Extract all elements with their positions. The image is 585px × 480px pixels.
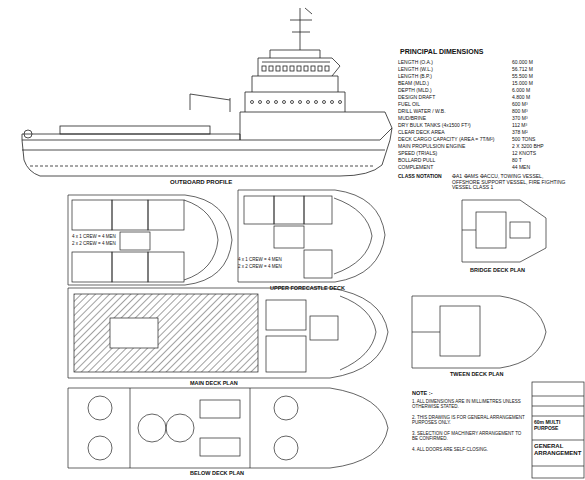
general-note: 1. ALL DIMENSIONS ARE IN MILLIMETRES UNL… xyxy=(412,400,528,410)
porthole xyxy=(315,101,318,104)
crew-note: 2 x 2 CREW = 4 MEN xyxy=(238,265,282,270)
porthole xyxy=(307,101,310,104)
porthole xyxy=(331,101,334,104)
window xyxy=(290,66,294,71)
dimension-name: DRILL WATER / W.B. xyxy=(398,109,446,115)
window xyxy=(283,66,287,71)
dimension-name: COMPLEMENT xyxy=(398,165,433,171)
window xyxy=(318,66,322,71)
class-notation: ✠A1 ✠AMS ✠ACCU, TOWING VESSEL, OFFSHORE … xyxy=(452,174,572,191)
crew-note: 4 x 1 CREW = 4 MEN xyxy=(238,258,282,263)
dimension-value: 44 MEN xyxy=(512,165,530,171)
porthole xyxy=(259,101,262,104)
general-note: 4. ALL DOORS ARE SELF-CLOSING. xyxy=(412,448,528,453)
dimension-value: 55.500 M xyxy=(512,74,533,80)
dimension-name: BOLLARD PULL xyxy=(398,158,435,164)
dimension-value: 500 TONS xyxy=(512,137,535,143)
dimension-value: 80 T xyxy=(512,158,522,164)
general-note: NOTE :- xyxy=(412,390,432,396)
view-title: UPPER FORECASTLE DECK xyxy=(270,285,345,291)
dimension-value: 60.000 M xyxy=(512,60,533,66)
view-title: MAIN DECK PLAN xyxy=(190,380,238,386)
window xyxy=(325,66,329,71)
dimension-name: MUD/BRINE xyxy=(398,116,426,122)
tween-deck-plan xyxy=(412,296,546,368)
dimension-value: 112 M³ xyxy=(512,123,527,129)
dimension-name: FUEL OIL xyxy=(398,102,420,108)
view-title: BRIDGE DECK PLAN xyxy=(470,267,525,273)
main-deck-plan xyxy=(68,288,388,378)
view-title: BELOW DECK PLAN xyxy=(190,470,244,476)
window xyxy=(311,66,315,71)
dimension-value: 56.712 M xyxy=(512,67,533,73)
title-block-text: GENERAL ARRANGEMENT xyxy=(534,443,582,456)
upper-forecastle-plan xyxy=(238,190,385,282)
dimension-name: DECK CARGO CAPACITY (AREA = 7T/M²) xyxy=(398,137,494,143)
title-block-text: 60m MULTI PURPOSE xyxy=(534,420,582,431)
porthole xyxy=(267,101,270,104)
table-heading: PRINCIPAL DIMENSIONS xyxy=(400,48,483,56)
dimension-value: 2 X 3200 BHP xyxy=(512,144,544,150)
below-deck-plan xyxy=(68,388,388,468)
dimension-name: LENGTH (W.L.) xyxy=(398,67,433,73)
dimension-name: BEAM (MLD.) xyxy=(398,81,429,87)
view-title: TWEEN DECK PLAN xyxy=(450,371,503,377)
outboard-profile xyxy=(22,8,392,176)
porthole xyxy=(251,101,254,104)
porthole xyxy=(275,101,278,104)
dimension-value: 370 M³ xyxy=(512,116,528,122)
porthole xyxy=(291,101,294,104)
dimension-value: 6.000 M xyxy=(512,88,530,94)
window xyxy=(297,66,301,71)
bridge-plan xyxy=(462,200,546,262)
view-title: OUTBOARD PROFILE xyxy=(170,179,232,186)
window xyxy=(269,66,273,71)
dimension-value: 12 KNOTS xyxy=(512,151,536,157)
porthole xyxy=(323,101,326,104)
dimension-name: DRY BULK TANKS (4x1500 FT³) xyxy=(398,123,471,129)
dimension-name: DEPTH (MLD.) xyxy=(398,88,432,94)
porthole xyxy=(283,101,286,104)
window xyxy=(276,66,280,71)
dimension-value: 378 M² xyxy=(512,130,528,136)
window xyxy=(304,66,308,71)
crew-note: 4 x 1 CREW = 4 MEN xyxy=(72,235,116,240)
class-notation: CLASS NOTATION xyxy=(398,174,442,180)
window xyxy=(262,66,266,71)
porthole xyxy=(339,101,342,104)
dimension-name: MAIN PROPULSION ENGINE xyxy=(398,144,465,150)
porthole xyxy=(299,101,302,104)
general-note: 3. SELECTION OF MACHINERY ARRANGEMENT TO… xyxy=(412,432,528,442)
title-block xyxy=(532,382,584,478)
dimension-name: LENGTH (B.P.) xyxy=(398,74,432,80)
dimension-name: LENGTH (O.A.) xyxy=(398,60,433,66)
general-note: 2. THIS DRAWING IS FOR GENERAL ARRANGEME… xyxy=(412,416,528,426)
dimension-value: 800 M³ xyxy=(512,109,528,115)
dimension-name: DESIGN DRAFT xyxy=(398,95,435,101)
dimension-value: 4.800 M xyxy=(512,95,530,101)
forecastle-plan xyxy=(68,195,232,285)
dimension-value: 15.000 M xyxy=(512,81,533,87)
dimension-value: 600 M³ xyxy=(512,102,528,108)
crew-note: 2 x 2 CREW = 4 MEN xyxy=(72,242,116,247)
dimension-name: CLEAR DECK AREA xyxy=(398,130,445,136)
dimension-name: SPEED (TRIALS) xyxy=(398,151,437,157)
